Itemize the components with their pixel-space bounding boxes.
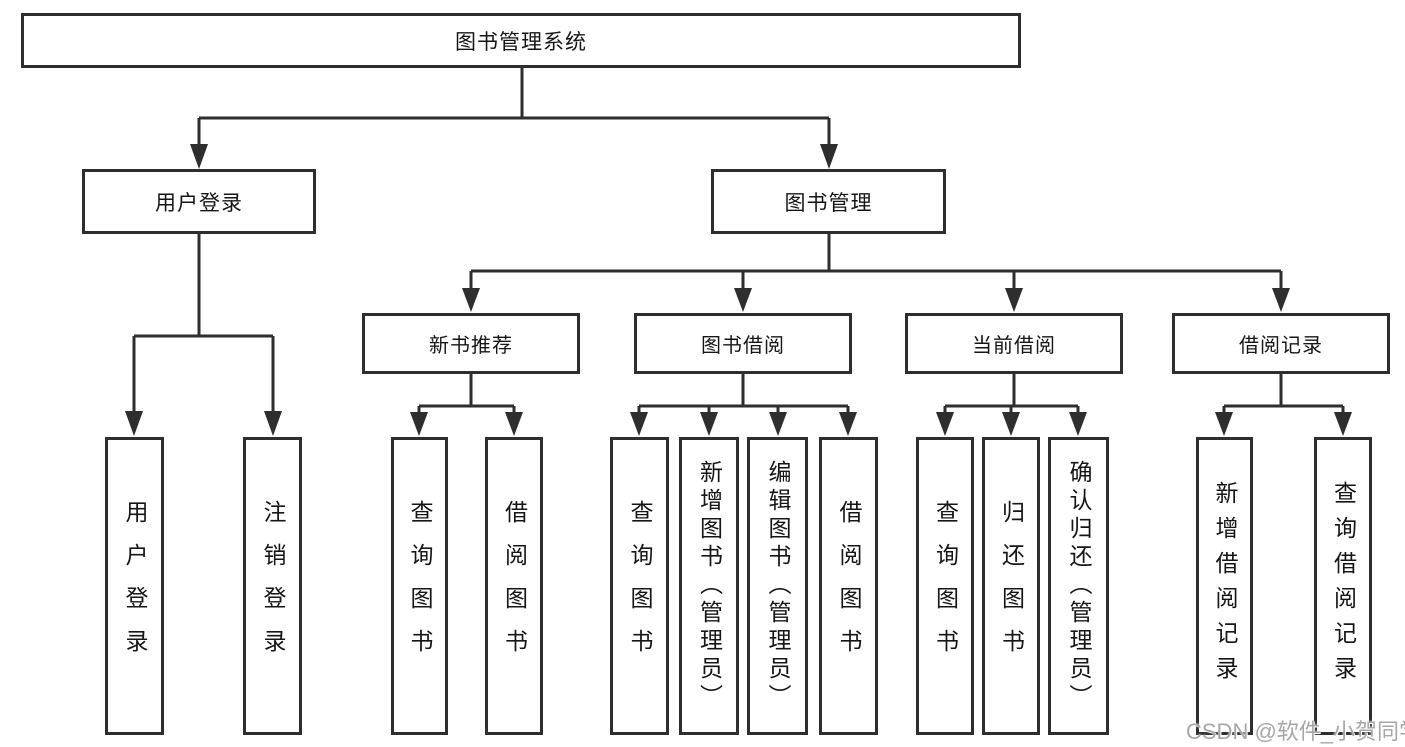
arrow-down-icon [936, 412, 954, 436]
connector-book-management-to-modules [462, 234, 1290, 312]
node-label: 图书借阅 [701, 335, 785, 357]
node-label: 新书推荐 [429, 335, 513, 357]
node-label: 图书管理 [784, 191, 873, 215]
arrow-down-icon [1069, 412, 1087, 436]
arrow-down-icon [769, 412, 787, 436]
connector-current-borrow-to-leaves [936, 374, 1087, 436]
arrow-down-icon [1005, 288, 1023, 312]
leaf-user-login: 用户登录 [105, 437, 164, 735]
node-new-book-recommendation: 新书推荐 [362, 313, 580, 374]
node-library-system: 图书管理系统 [21, 13, 1021, 68]
leaf-query-books-recommend: 查询图书 [391, 437, 448, 735]
node-label: 图书管理系统 [455, 30, 587, 54]
node-label: 当前借阅 [972, 335, 1056, 357]
node-borrowing-records: 借阅记录 [1172, 313, 1390, 374]
arrow-down-icon [190, 144, 208, 169]
connector-root-to-branches [190, 68, 838, 169]
leaf-add-borrow-record: 新增借阅记录 [1196, 437, 1253, 735]
node-label: 借阅图书 [501, 500, 528, 672]
arrow-down-icon [1002, 412, 1020, 436]
leaf-query-books-borrow: 查询图书 [610, 437, 669, 735]
arrow-down-icon [734, 288, 752, 312]
watermark: CSDN @软件_小贺同学 [1186, 719, 1405, 744]
leaf-logout: 注销登录 [243, 437, 302, 735]
node-label: 确认归还（管理员） [1066, 460, 1092, 712]
arrow-down-icon [1334, 412, 1352, 436]
node-label: 借阅记录 [1239, 335, 1323, 357]
node-label: 编辑图书（管理员） [765, 460, 791, 712]
connector-book-borrow-to-leaves [630, 374, 857, 436]
connector-borrow-records-to-leaves [1215, 374, 1352, 436]
arrow-down-icon [700, 412, 718, 436]
node-book-borrowing: 图书借阅 [634, 313, 852, 374]
leaf-borrow-books-borrow: 借阅图书 [819, 437, 878, 735]
node-label: 用户登录 [155, 191, 243, 215]
arrow-down-icon [505, 412, 523, 436]
leaf-query-borrow-record: 查询借阅记录 [1314, 437, 1372, 735]
node-label: 归还图书 [998, 500, 1025, 672]
node-label: 新增借阅记录 [1212, 481, 1238, 691]
leaf-confirm-return-admin: 确认归还（管理员） [1048, 437, 1109, 735]
leaf-query-books-current: 查询图书 [916, 437, 974, 735]
node-current-borrowing: 当前借阅 [905, 313, 1123, 374]
leaf-edit-books-admin: 编辑图书（管理员） [747, 437, 808, 735]
arrow-down-icon [125, 411, 143, 436]
leaf-add-books-admin: 新增图书（管理员） [679, 437, 739, 735]
arrow-down-icon [264, 411, 282, 436]
node-book-management: 图书管理 [711, 169, 946, 234]
node-label: 新增图书（管理员） [696, 460, 723, 712]
node-label: 查询图书 [932, 500, 959, 672]
arrow-down-icon [820, 144, 838, 169]
arrow-down-icon [1272, 288, 1290, 312]
arrow-down-icon [1215, 412, 1233, 436]
connector-user-login-to-leaves [125, 234, 282, 436]
node-user-login: 用户登录 [82, 169, 316, 234]
arrow-down-icon [839, 412, 857, 436]
arrow-down-icon [630, 412, 648, 436]
node-label: 注销登录 [260, 500, 286, 672]
leaf-borrow-books-recommend: 借阅图书 [485, 437, 543, 735]
node-label: 查询借阅记录 [1330, 481, 1357, 691]
leaf-return-books: 归还图书 [982, 437, 1040, 735]
arrow-down-icon [410, 412, 428, 436]
node-label: 用户登录 [122, 500, 148, 672]
node-label: 查询图书 [407, 500, 433, 672]
node-label: 查询图书 [627, 500, 653, 672]
arrow-down-icon [462, 288, 480, 312]
connector-new-book-to-leaves [410, 374, 523, 436]
node-label: 借阅图书 [836, 500, 862, 672]
